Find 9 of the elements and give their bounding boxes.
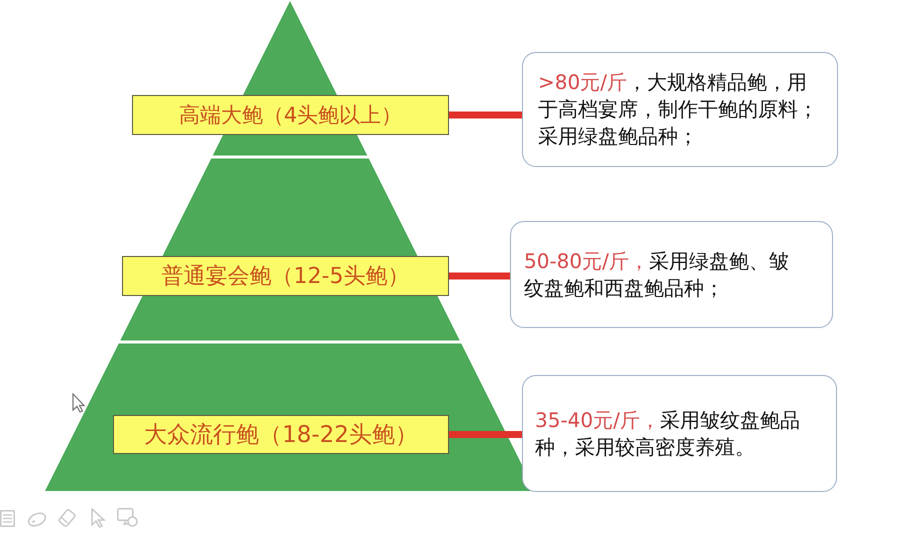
connector-line (449, 112, 522, 118)
connector-line (449, 272, 510, 280)
description-box: >80元/斤，大规格精品鲍，用于高档宴席，制作干鲍的原料；采用绿盘鲍品种； (522, 52, 838, 167)
label-box: 普通宴会鲍（12-5头鲍） (122, 256, 449, 296)
label-box: 大众流行鲍（18-22头鲍） (113, 415, 449, 454)
description-box: 50-80元/斤，采用绿盘鲍、皱纹盘鲍和西盘鲍品种； (510, 221, 833, 328)
label-box: 高端大鲍（4头鲍以上） (132, 95, 449, 135)
connector-line (449, 431, 522, 438)
description-box: 35-40元/斤，采用皱纹盘鲍品种，采用较高密度养殖。 (522, 375, 837, 492)
